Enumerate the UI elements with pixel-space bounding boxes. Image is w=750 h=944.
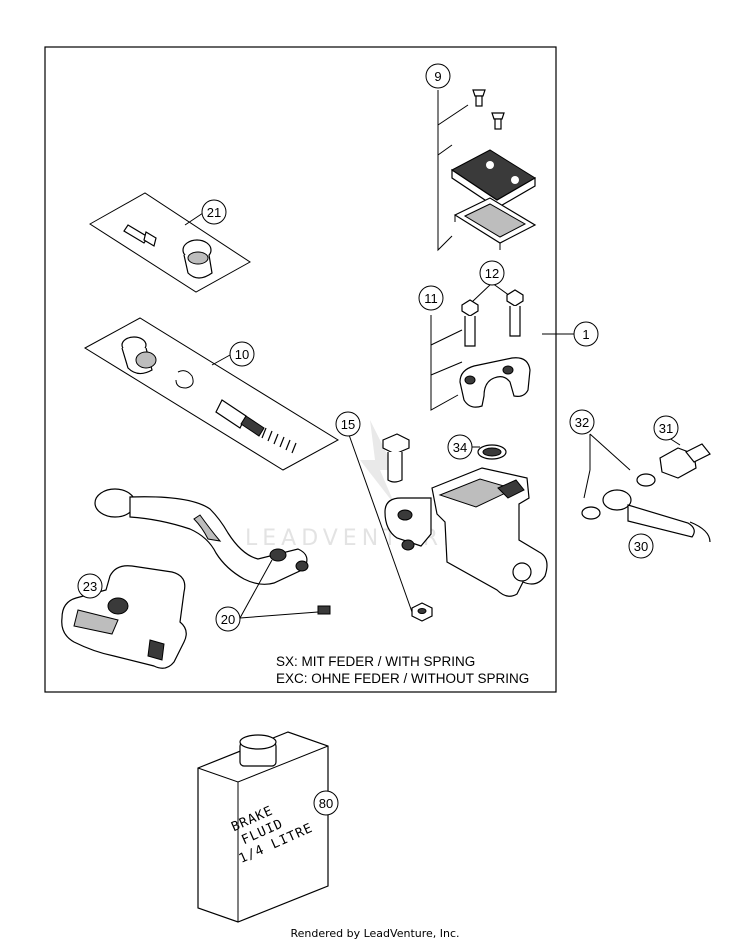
svg-text:11: 11 — [424, 291, 438, 306]
callout-34: 34 — [447, 434, 473, 460]
part-group-20 — [239, 559, 331, 619]
master-cylinder — [384, 467, 548, 597]
svg-text:80: 80 — [319, 796, 333, 811]
svg-text:9: 9 — [434, 69, 441, 84]
callout-1: 1 — [573, 321, 599, 347]
callout-21: 21 — [201, 199, 227, 225]
svg-text:32: 32 — [575, 415, 589, 430]
note-exc: EXC: OHNE FEDER / WITHOUT SPRING — [276, 671, 529, 686]
callout-11: 11 — [418, 285, 444, 311]
part-group-15 — [347, 431, 433, 622]
svg-text:20: 20 — [221, 612, 235, 627]
callout-80: 80 — [313, 790, 339, 816]
callout-20: 20 — [215, 606, 241, 632]
part-group-11-12 — [430, 282, 531, 411]
callout-10: 10 — [229, 341, 255, 367]
svg-text:31: 31 — [659, 421, 673, 436]
brake-lever — [94, 488, 309, 585]
svg-text:15: 15 — [341, 417, 355, 432]
part-group-23 — [61, 565, 187, 669]
callout-30: 30 — [628, 533, 654, 559]
part-group-30-32 — [581, 433, 711, 543]
callout-12: 12 — [479, 260, 505, 286]
part-group-34 — [472, 444, 507, 460]
callout-23: 23 — [77, 573, 103, 599]
part-group-21 — [89, 192, 251, 293]
svg-text:34: 34 — [453, 440, 467, 455]
note-sx: SX: MIT FEDER / WITH SPRING — [276, 654, 475, 669]
svg-text:10: 10 — [235, 347, 249, 362]
svg-text:30: 30 — [634, 539, 648, 554]
svg-text:23: 23 — [83, 579, 97, 594]
svg-text:12: 12 — [485, 266, 499, 281]
callout-15: 15 — [335, 411, 361, 437]
callout-31: 31 — [653, 415, 679, 441]
callout-9: 9 — [425, 63, 451, 89]
brake-fluid-bottle: BRAKE FLUID 1/4 LITRE — [197, 731, 329, 923]
svg-text:21: 21 — [207, 205, 221, 220]
assembly-frame — [44, 46, 557, 693]
part-group-10 — [84, 317, 339, 471]
svg-text:1: 1 — [582, 327, 589, 342]
footer-credit: Rendered by LeadVenture, Inc. — [290, 927, 459, 940]
part-group-9 — [437, 89, 537, 252]
callout-32: 32 — [569, 409, 595, 435]
